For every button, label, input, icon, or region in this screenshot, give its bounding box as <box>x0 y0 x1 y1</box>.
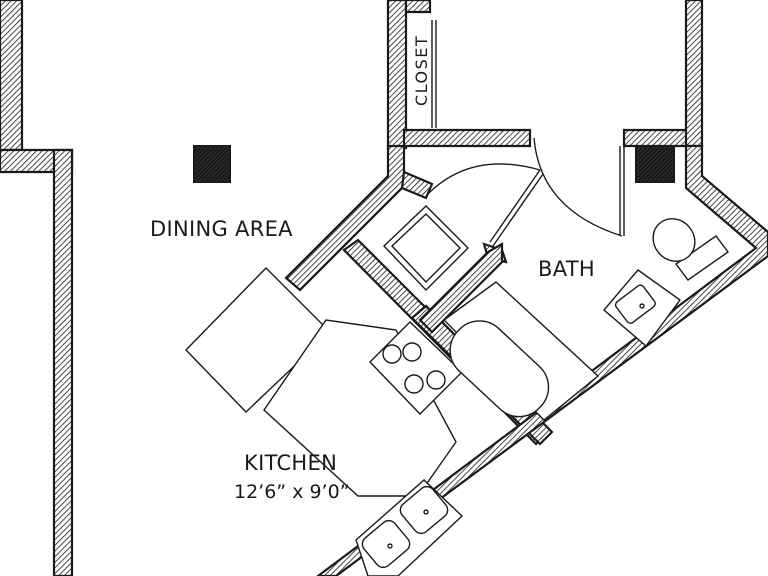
toilet <box>652 218 729 281</box>
tub-inner <box>449 320 550 418</box>
pantry-door-leaf-2 <box>492 173 544 247</box>
vanity-basin <box>614 284 656 324</box>
burner-4 <box>426 370 446 390</box>
toilet-tank <box>675 235 729 281</box>
sink-drain-2 <box>387 543 393 549</box>
wall-west-upper <box>0 0 24 152</box>
kitchen-label: KITCHEN <box>244 451 337 475</box>
exterior-walls <box>0 0 74 576</box>
wall-pantry-east <box>418 242 504 334</box>
wall-pantry-west-diagonal <box>284 144 406 292</box>
bath-label: BATH <box>538 257 595 281</box>
sink-basin-1 <box>399 485 449 535</box>
wall-east-upper <box>684 0 704 148</box>
sink-basin-2 <box>361 519 411 569</box>
vanity-drain <box>639 303 645 309</box>
sink-drain-1 <box>423 509 429 515</box>
column-bath <box>635 145 675 183</box>
wall-closet-west <box>386 0 408 150</box>
wall-pantry-stub <box>400 170 434 200</box>
bath-door-swing <box>533 137 623 237</box>
wall-west-lower <box>52 148 74 576</box>
bathtub <box>442 281 600 421</box>
wall-closet-top <box>404 0 432 14</box>
burner-3 <box>404 374 424 394</box>
column-dining <box>193 145 231 183</box>
toilet-bowl <box>652 218 696 262</box>
pantry-door-swing <box>425 163 541 197</box>
dining-area-label: DINING AREA <box>150 217 293 241</box>
pantry-door-leaf <box>489 169 541 243</box>
wall-east-diagonal-outer <box>316 144 768 576</box>
wall-closet-south <box>402 128 532 148</box>
closet-walls <box>386 0 704 150</box>
closet-label: CLOSET <box>412 35 431 106</box>
bath-vanity <box>603 269 681 348</box>
pantry-appliance-inner <box>391 213 461 284</box>
kitchen-sink <box>355 479 464 576</box>
burner-2 <box>402 342 422 362</box>
kitchen-dimensions: 12’6” x 9’0” <box>234 481 350 503</box>
burner-1 <box>382 344 402 364</box>
